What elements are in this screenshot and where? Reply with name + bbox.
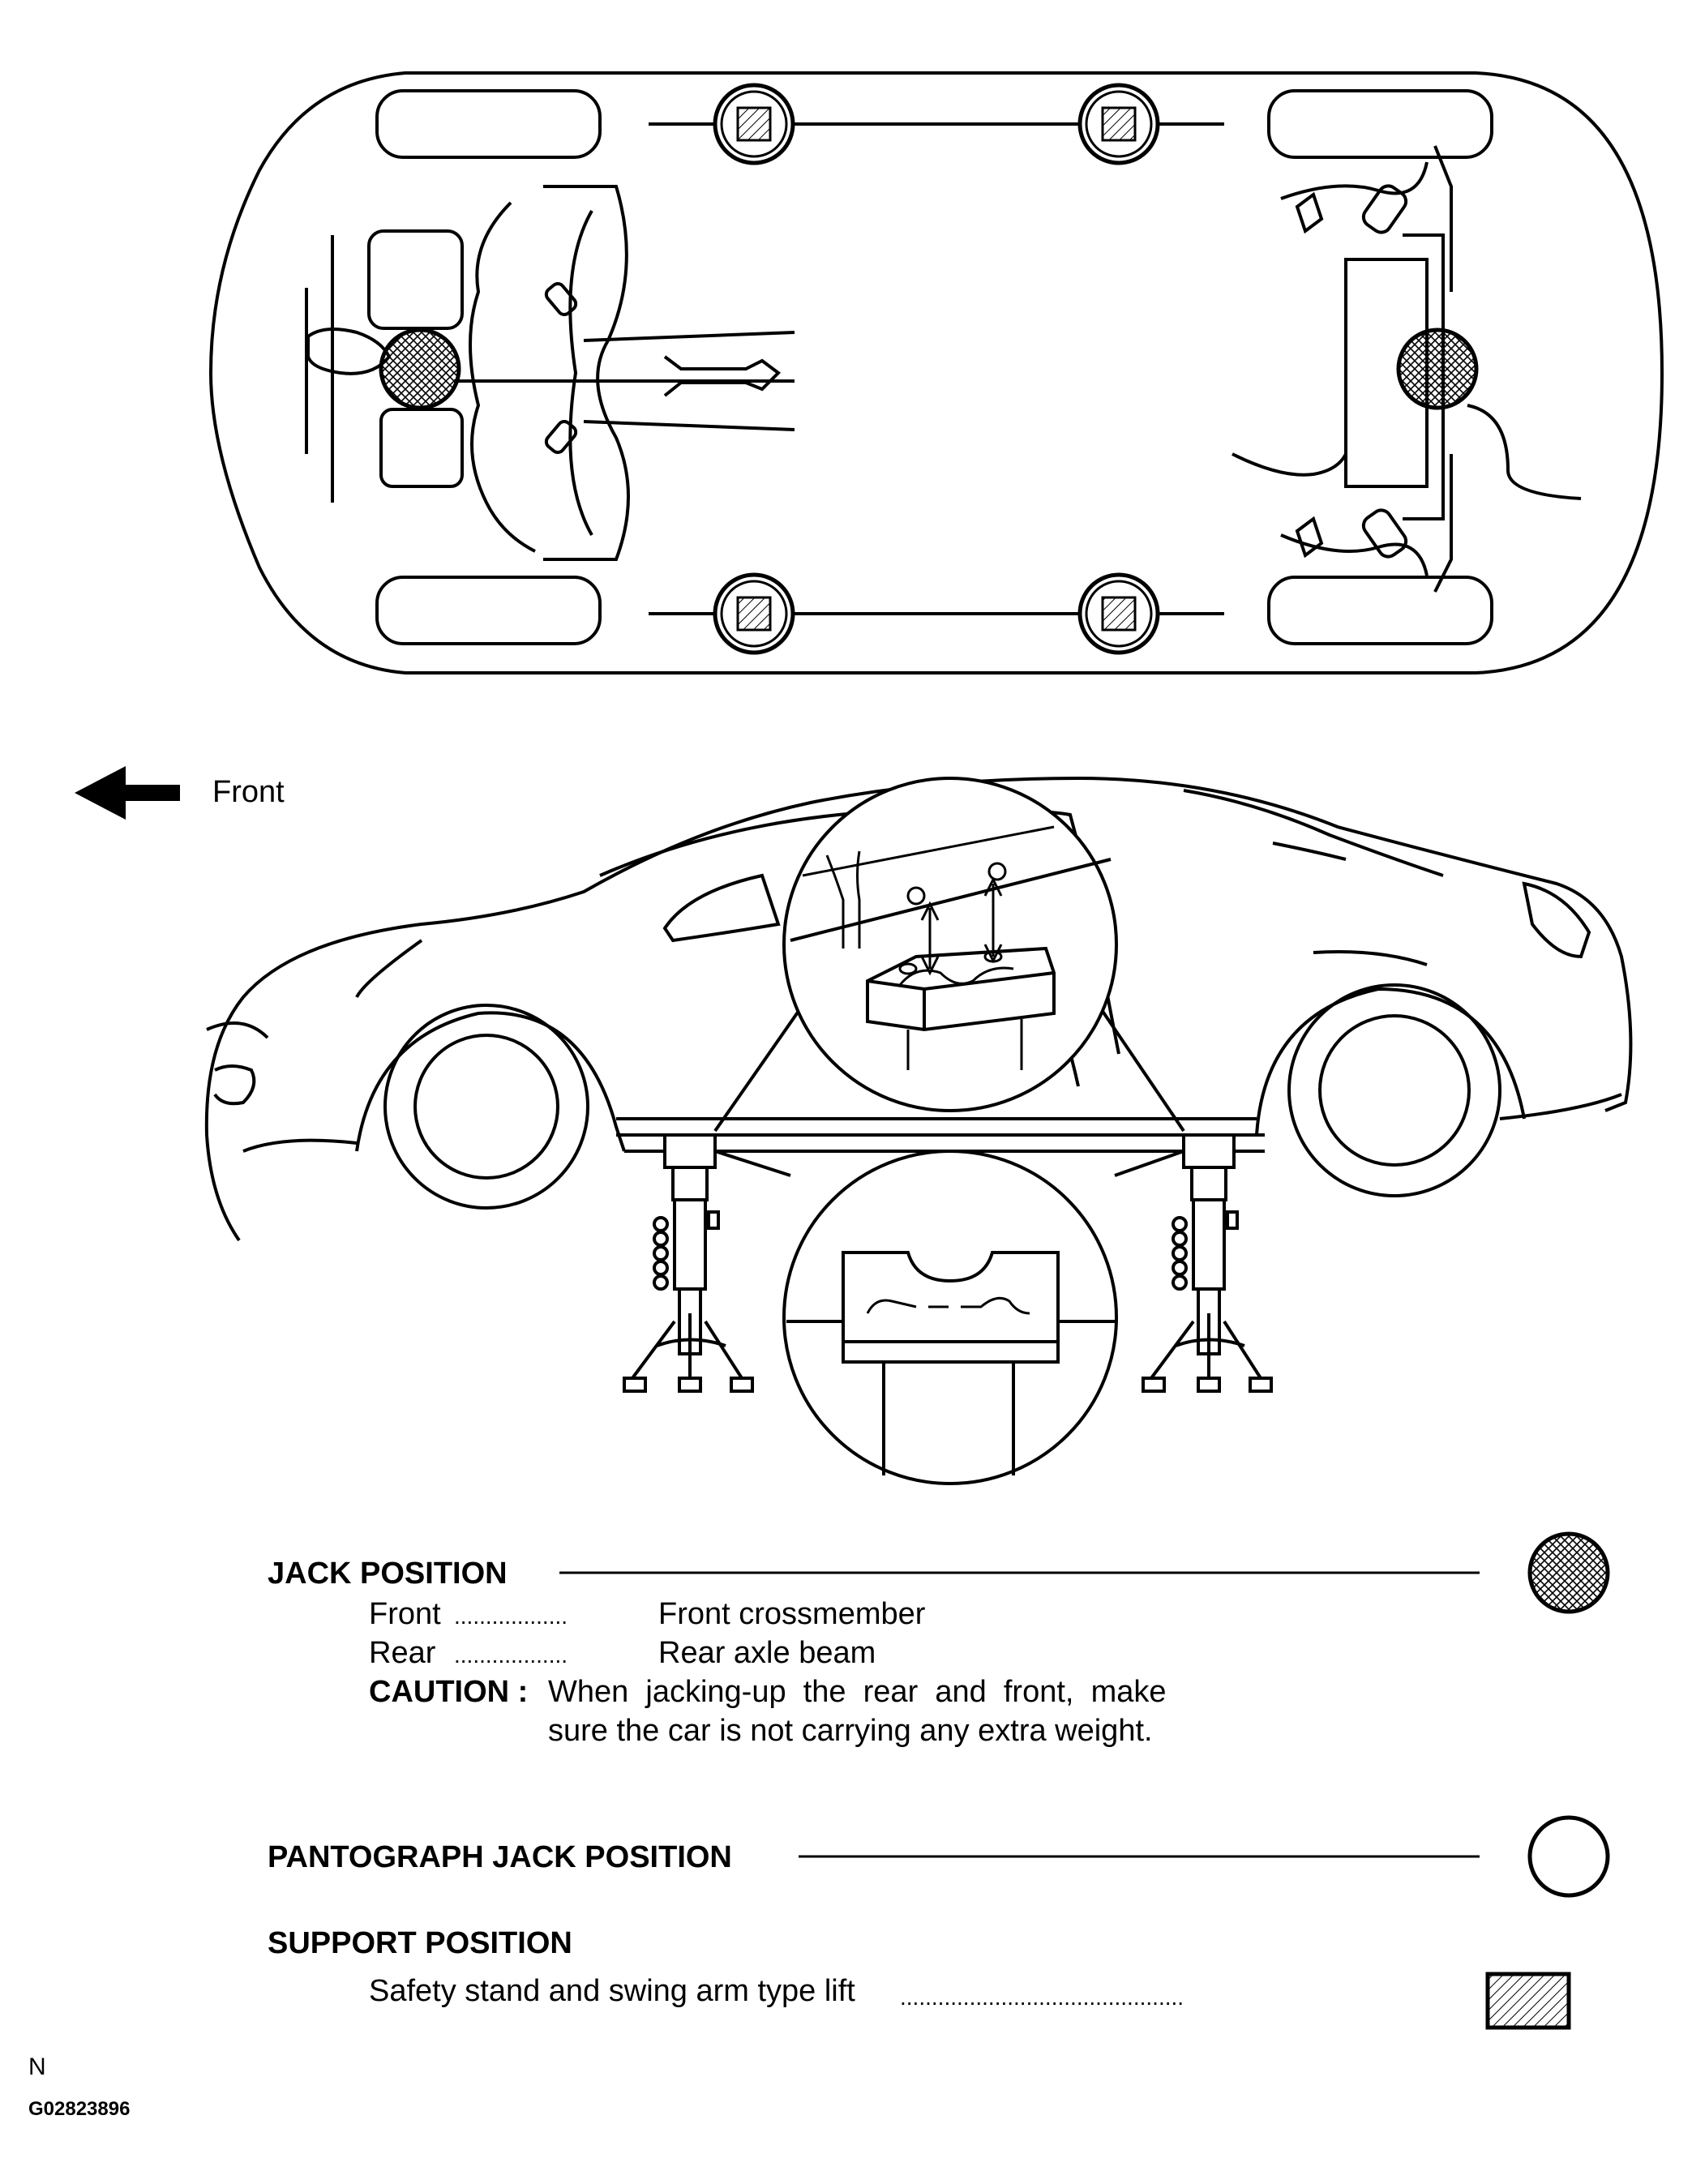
rear-wheel [1287, 983, 1501, 1197]
safety-stand-front [623, 1133, 754, 1393]
support-position-heading: SUPPORT POSITION [268, 1926, 572, 1960]
detail-callout-lower [782, 1150, 1118, 1485]
tire-front-left [375, 89, 602, 159]
jack-point-rear [1396, 328, 1479, 410]
support-item-leader: ........................................… [900, 1985, 1184, 2010]
callout-leaders [713, 1004, 1185, 1177]
jack-front-value: Front crossmember [658, 1597, 926, 1631]
figure-id: G02823896 [28, 2098, 131, 2120]
caution-text-line1: When jacking-up the rear and front, make [548, 1675, 1167, 1709]
jack-front-leader: .................. [454, 1604, 568, 1629]
jack-position-markers [379, 328, 1479, 410]
support-item-text: Safety stand and swing arm type lift [369, 1974, 855, 2008]
support-position-symbol [1485, 1972, 1571, 2030]
legend-graphics [559, 1531, 1610, 2030]
front-arrow-icon [75, 766, 180, 820]
jack-front-label: Front [369, 1597, 441, 1631]
pantograph-heading: PANTOGRAPH JACK POSITION [268, 1840, 732, 1874]
jack-rear-leader: .................. [454, 1642, 568, 1668]
safety-stand-rear [1142, 1133, 1273, 1393]
support-position-markers [713, 83, 1160, 655]
footer-code: N [28, 2053, 46, 2080]
support-point-rear-left [1077, 83, 1160, 165]
jack-rear-value: Rear axle beam [658, 1636, 876, 1670]
caution-text-line2: sure the car is not carrying any extra w… [548, 1714, 1153, 1748]
front-wheel [383, 1004, 589, 1210]
support-point-front-right [713, 572, 795, 655]
jack-position-symbol [1527, 1531, 1610, 1614]
caution-label: CAUTION : [369, 1675, 529, 1709]
jack-point-front [379, 328, 461, 410]
detail-callout-upper [782, 777, 1118, 1112]
support-point-front-left [713, 83, 795, 165]
underbody-top-view [208, 71, 1664, 674]
pantograph-position-symbol [1527, 1815, 1610, 1898]
front-direction-label: Front [212, 775, 285, 809]
tire-rear-right [1267, 576, 1493, 645]
support-point-rear-right [1077, 572, 1160, 655]
jack-position-heading: JACK POSITION [268, 1557, 508, 1591]
tire-rear-left [1267, 89, 1493, 159]
jack-rear-label: Rear [369, 1636, 436, 1670]
tire-front-right [375, 576, 602, 645]
